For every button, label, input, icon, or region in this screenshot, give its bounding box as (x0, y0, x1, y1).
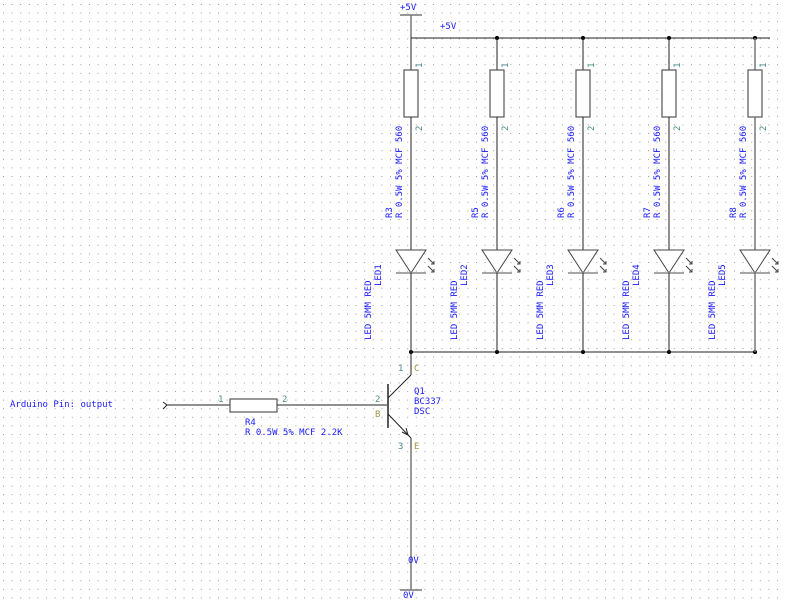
pin-number: 2 (759, 126, 769, 131)
q1-part: BC337 (414, 397, 441, 407)
q1-package: DSC (414, 407, 430, 417)
vcc-net-label: +5V (440, 22, 457, 32)
pin-number: 2 (375, 395, 380, 405)
pin-name: E (414, 442, 419, 452)
resistor-r7[interactable] (661, 69, 677, 118)
light-emission-icon (427, 257, 435, 273)
pin-number: 2 (282, 395, 287, 405)
pin-number: 2 (415, 126, 425, 131)
led-ref: LED2 (460, 264, 470, 286)
resistor-ref: R8 (729, 207, 739, 218)
pin-number: 1 (501, 63, 511, 68)
pin-number: 1 (398, 364, 403, 374)
resistor-ref: R7 (643, 207, 653, 218)
led-value: LED 5MM RED (708, 280, 718, 340)
led-value: LED 5MM RED (622, 280, 632, 340)
emitter-arrow-icon (401, 427, 409, 436)
resistor-value: R 0.5W 5% MCF 560 (395, 126, 405, 218)
input-port-label: Arduino Pin: output (10, 400, 113, 410)
gnd-net-label: 0V (408, 556, 419, 566)
light-emission-icon (771, 257, 779, 273)
ground-symbol[interactable]: 0V (400, 589, 422, 600)
pin-number: 1 (759, 63, 769, 68)
power-symbol-5v[interactable]: +5V (400, 3, 422, 38)
r4-ref: R4 (245, 418, 256, 428)
power-label: +5V (400, 3, 417, 13)
led-ref: LED1 (374, 264, 384, 286)
pin-number: 1 (587, 63, 597, 68)
light-emission-icon (513, 257, 521, 273)
resistor-ref: R5 (471, 207, 481, 218)
pin-number: 2 (587, 126, 597, 131)
resistor-value: R 0.5W 5% MCF 560 (567, 126, 577, 218)
pin-number: 3 (398, 442, 403, 452)
r4-value: R 0.5W 5% MCF 2.2K (245, 428, 343, 438)
resistor-value: R 0.5W 5% MCF 560 (481, 126, 491, 218)
resistor-ref: R3 (385, 207, 395, 218)
q1-ref: Q1 (414, 387, 425, 397)
resistor-r8[interactable] (747, 69, 763, 118)
light-emission-icon (685, 257, 693, 273)
led-value: LED 5MM RED (364, 280, 374, 340)
light-emission-icon (599, 257, 607, 273)
pin-number: 1 (415, 63, 425, 68)
pin-name: B (375, 410, 380, 420)
led-ref: LED5 (718, 264, 728, 286)
led-value: LED 5MM RED (536, 280, 546, 340)
led-ref: LED3 (546, 264, 556, 286)
pin-number: 2 (501, 126, 511, 131)
resistor-r3[interactable] (403, 69, 419, 118)
resistor-r6[interactable] (575, 69, 591, 118)
pin-number: 2 (673, 126, 683, 131)
pin-number: 1 (673, 63, 683, 68)
gnd-label: 0V (403, 591, 414, 600)
transistor-q1[interactable]: 1 C 2 B 3 E Q1 BC337 DSC (375, 352, 441, 452)
pin-name: C (414, 364, 419, 374)
resistor-ref: R6 (557, 207, 567, 218)
resistor-value: R 0.5W 5% MCF 560 (739, 126, 749, 218)
pin-number: 1 (218, 395, 223, 405)
led-value: LED 5MM RED (450, 280, 460, 340)
led-ref: LED4 (632, 264, 642, 286)
resistor-r5[interactable] (489, 69, 505, 118)
resistor-value: R 0.5W 5% MCF 560 (653, 126, 663, 218)
